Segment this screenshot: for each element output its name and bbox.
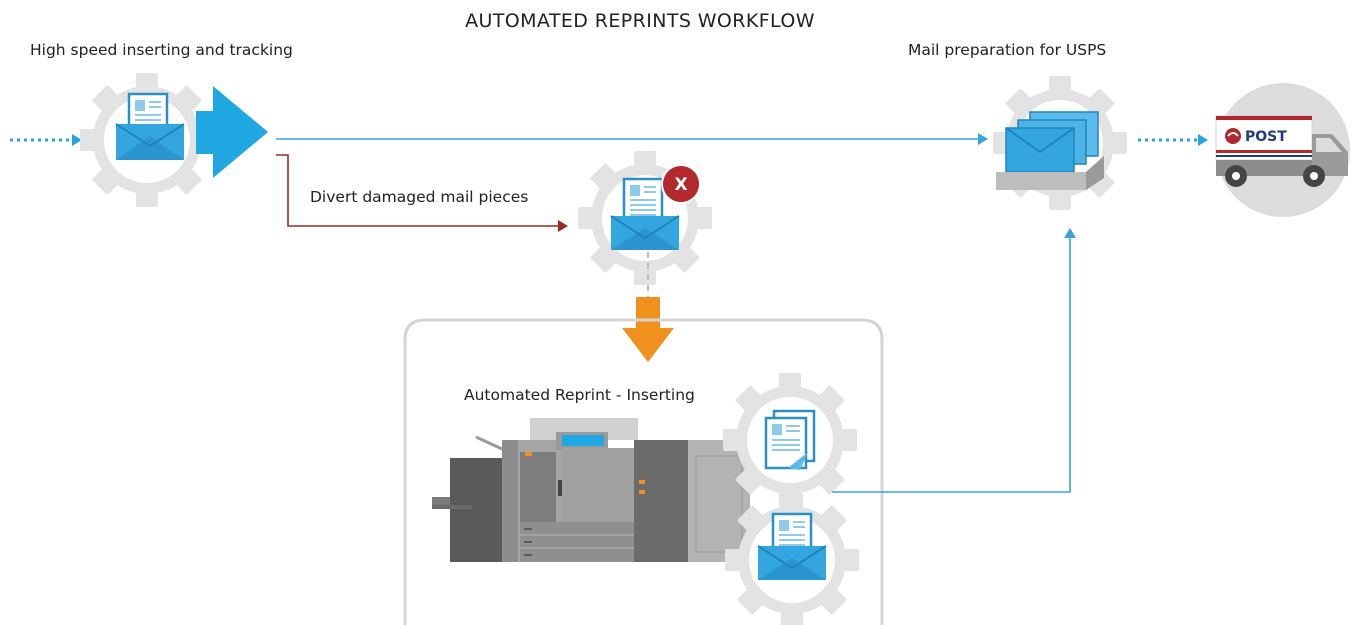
inserting-label: High speed inserting and tracking	[30, 41, 293, 59]
main-flow-arrow	[276, 133, 988, 145]
truck-post-text: POST	[1245, 129, 1287, 145]
divert-arrow	[276, 154, 568, 232]
return-flow-arrow	[832, 228, 1076, 493]
down-arrow-icon	[622, 297, 674, 362]
reprint-label: Automated Reprint - Inserting	[464, 386, 695, 404]
post-truck-icon: POST	[1215, 83, 1350, 217]
mail-prep-label: Mail preparation for USPS	[908, 41, 1106, 59]
divert-label: Divert damaged mail pieces	[310, 188, 528, 206]
reprint-envelope-icon	[757, 545, 827, 580]
inserting-envelope-icon	[115, 123, 185, 160]
divert-envelope-icon	[610, 215, 680, 250]
error-icon: X	[661, 164, 701, 204]
reprint-box	[403, 318, 884, 625]
reprint-documents-icon	[764, 409, 816, 470]
printer-icon	[432, 418, 750, 562]
mail-tray-icon	[996, 111, 1104, 190]
error-badge-text: X	[674, 175, 687, 195]
forward-arrow-icon	[196, 86, 268, 178]
to-truck-dotted-arrow	[1138, 134, 1208, 146]
diagram-title: AUTOMATED REPRINTS WORKFLOW	[465, 10, 815, 32]
incoming-dotted-arrow	[10, 134, 82, 146]
